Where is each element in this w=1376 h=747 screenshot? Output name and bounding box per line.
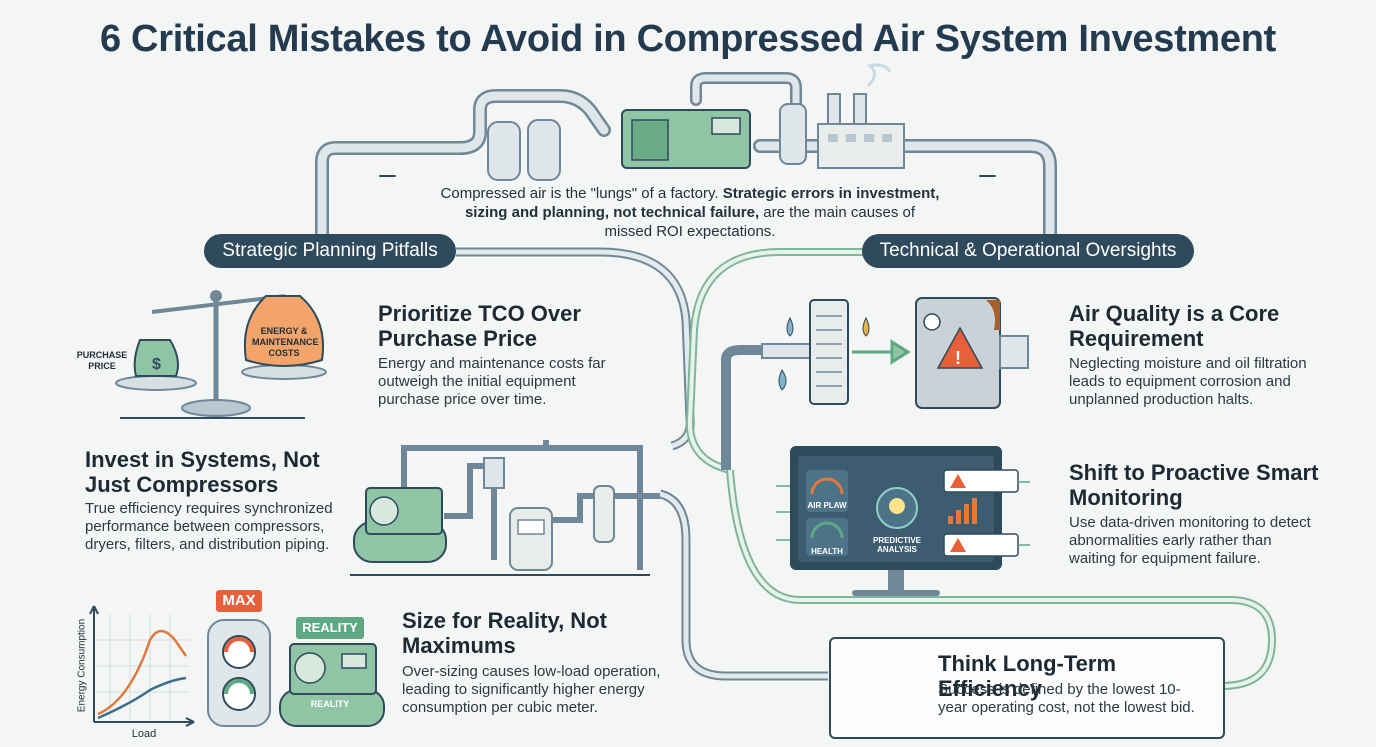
chart-xlabel: Load <box>131 728 157 740</box>
intro-prefix: Compressed air is the "lungs" of a facto… <box>440 185 723 202</box>
mistake-title-air-quality: Air Quality is a Core Requirement <box>1069 301 1280 351</box>
mistake-desc-air-quality: Neglecting moisture and oil filtration l… <box>1069 355 1307 408</box>
air-quality-illustration: ! <box>721 297 1029 470</box>
intro-bold: Strategic errors in investment, sizing a… <box>464 185 940 221</box>
chart-ylabel: Energy Consumption <box>76 618 88 713</box>
intro-suffix: are the main causes of missed ROI expect… <box>604 204 916 240</box>
system-illustration <box>350 440 660 576</box>
top-pipe-loop <box>315 72 1057 245</box>
green-pipe <box>685 248 1277 690</box>
section-header-technical: Technical & Operational Oversights <box>862 234 1194 268</box>
predictive-analysis-label: PREDICTIVE ANALYSIS <box>872 536 921 554</box>
mistake-title-systems: Invest in Systems, Not Just Compressors <box>85 447 320 497</box>
mistake-title-tco: Prioritize TCO Over Purchase Price <box>378 301 581 351</box>
reality-tag: REALITY <box>296 617 364 639</box>
mistake-title-sizing: Size for Reality, Not Maximums <box>402 608 607 658</box>
svg-text:$: $ <box>152 356 161 373</box>
mistake-desc-sizing: Over-sizing causes low-load operation, l… <box>402 663 661 716</box>
purchase-price-label: PURCHASE PRICE <box>76 350 128 371</box>
mistake-desc-systems: True efficiency requires synchronized pe… <box>85 500 333 553</box>
mistake-desc-monitoring: Use data-driven monitoring to detect abn… <box>1069 514 1311 567</box>
energy-maintenance-label: ENERGY & MAINTENANCE COSTS <box>252 326 319 358</box>
svg-text:!: ! <box>955 348 961 368</box>
mistake-title-long-term: Think Long-Term Efficiency <box>938 651 1117 701</box>
max-tag: MAX <box>216 590 262 612</box>
mistake-title-monitoring: Shift to Proactive Smart Monitoring <box>1069 460 1319 510</box>
gauge-label-health: HEALTH <box>811 547 843 556</box>
long-term-box <box>829 637 1225 739</box>
reality-plate-label: REALITY <box>310 699 350 709</box>
central-pipe <box>456 247 828 681</box>
sizing-illustration <box>89 605 385 727</box>
mistake-desc-long-term: Success is defined by the lowest 10-year… <box>938 681 1195 716</box>
intro-text: Compressed air is the "lungs" of a facto… <box>440 184 940 241</box>
balance-scale-illustration: $ <box>115 290 327 419</box>
section-header-strategic: Strategic Planning Pitfalls <box>204 234 456 268</box>
gauge-label-air: AIR PLAW <box>807 501 847 510</box>
page-title: 6 Critical Mistakes to Avoid in Compress… <box>99 18 1277 60</box>
top-compressor-illustration <box>487 63 905 181</box>
mistake-desc-tco: Energy and maintenance costs far outweig… <box>378 355 606 408</box>
monitoring-illustration <box>776 446 1030 596</box>
